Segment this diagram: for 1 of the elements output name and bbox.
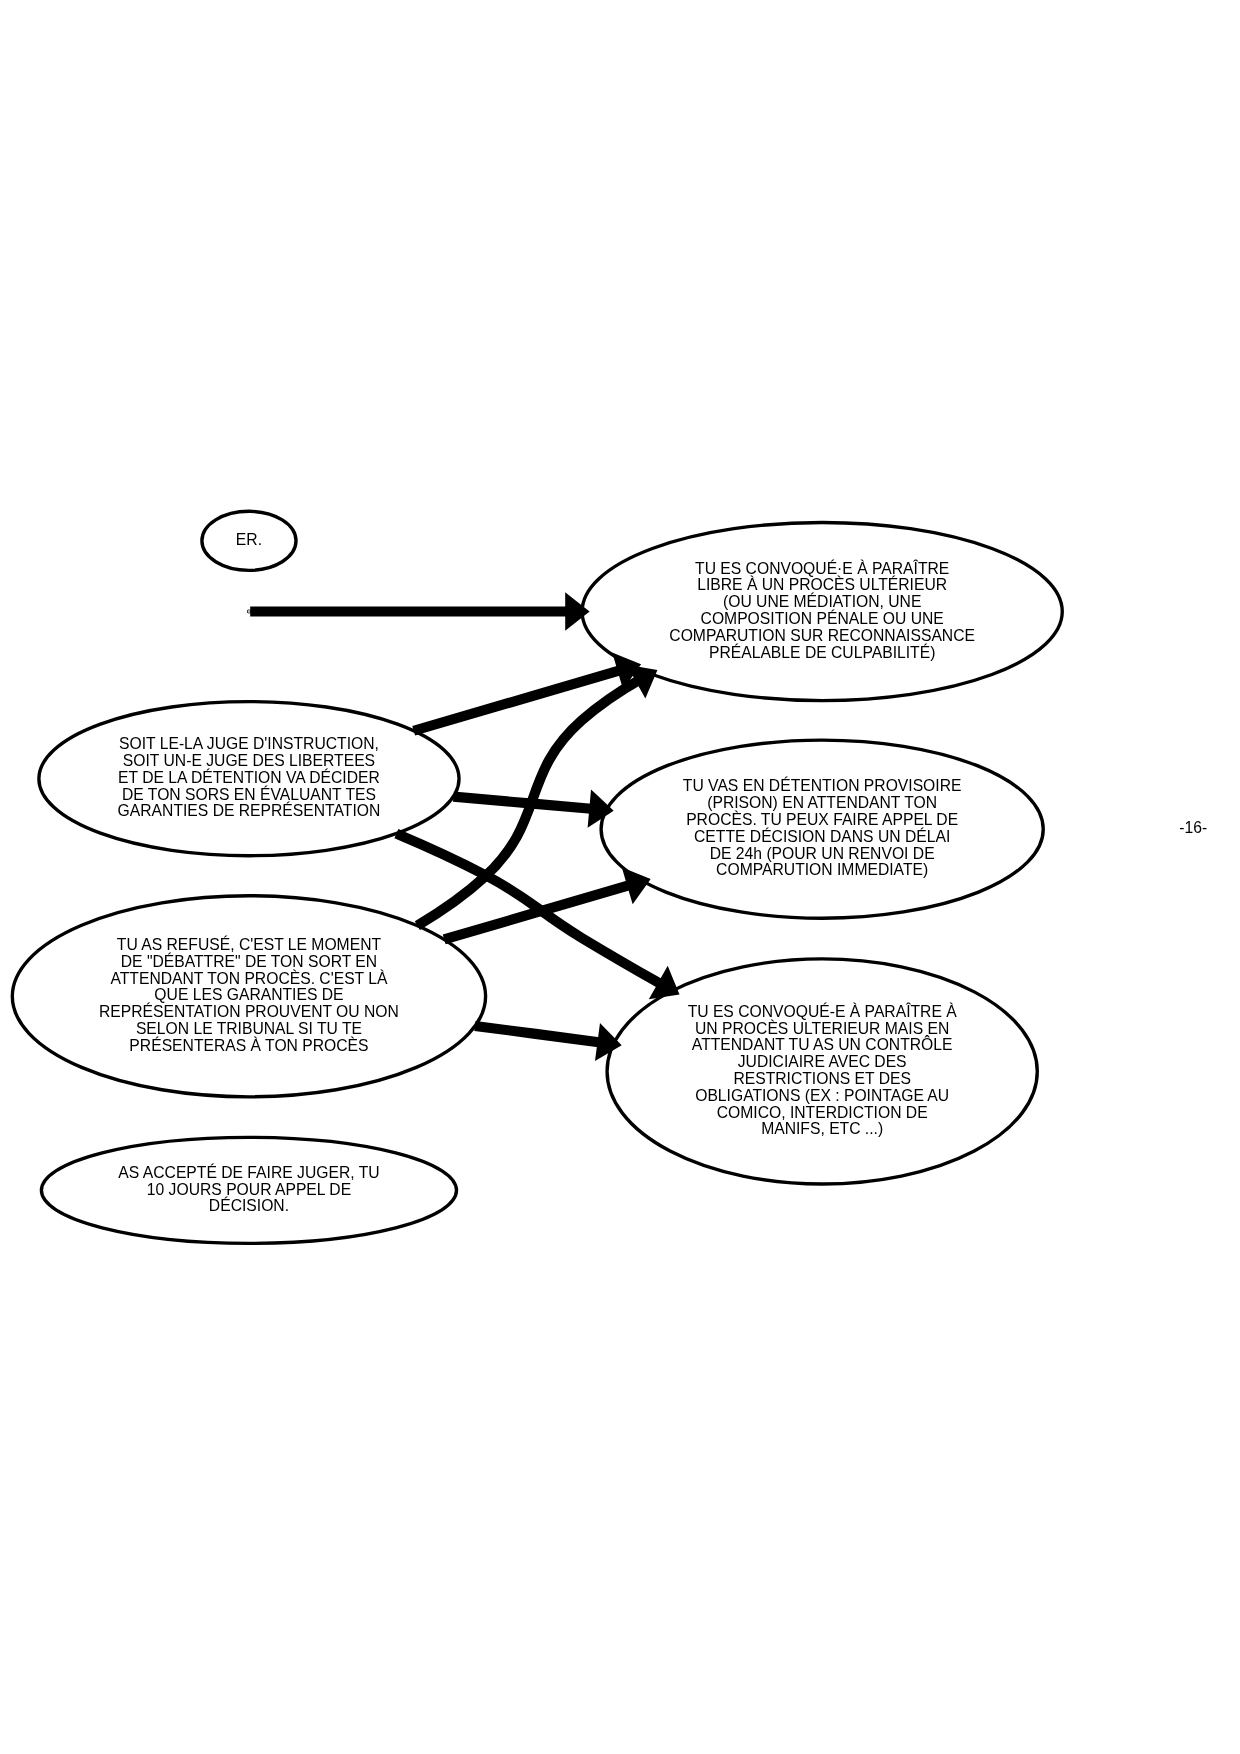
label: -16- <box>1179 818 1208 836</box>
